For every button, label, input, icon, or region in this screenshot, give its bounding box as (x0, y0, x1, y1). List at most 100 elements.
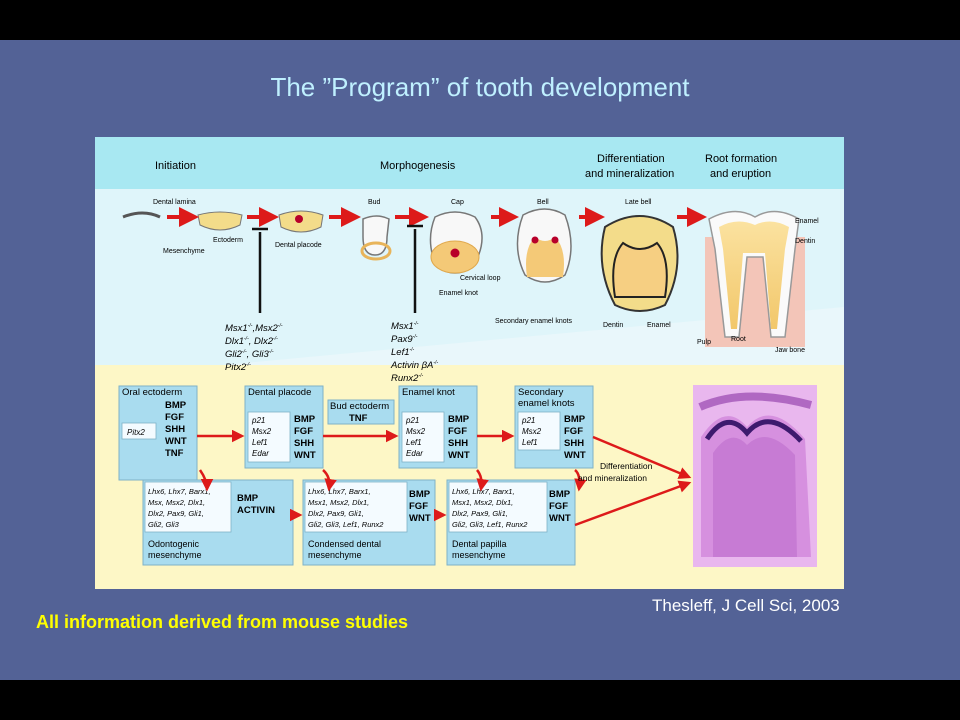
svg-text:Msx2: Msx2 (522, 427, 542, 436)
label-mesenchyme: Mesenchyme (163, 248, 205, 255)
gene-list: Lhx6, Lhx7, Barx1, Msx1, Msx2, Dlx1, Dlx… (452, 487, 528, 529)
label-enamel-root-stage: Enamel (795, 218, 819, 225)
histology-image (693, 385, 817, 567)
inner-gene-list: p21 Msx2 Lef1 (521, 416, 542, 447)
dental-lamina-drawing (122, 211, 161, 219)
svg-text:BMP: BMP (448, 414, 470, 425)
initiation-ectoderm-drawing (197, 211, 243, 231)
svg-text:Dlx2, Pax9, Gli1,: Dlx2, Pax9, Gli1, (452, 509, 508, 518)
box-secondary-knots-title-1: Secondary (518, 387, 564, 398)
caption-papilla-1: Dental papilla (452, 539, 507, 549)
diff-label-2: and mineralization (578, 473, 647, 483)
network-arrows (197, 429, 692, 527)
secondary-knot-dot-right (551, 236, 559, 244)
svg-text:TNF: TNF (165, 448, 184, 459)
signal-list: TNF (349, 413, 368, 424)
stage-header-band (95, 137, 844, 189)
enamel-knot-dot (450, 248, 460, 258)
svg-text:SHH: SHH (564, 438, 584, 449)
svg-text:Pax9-/-: Pax9-/- (391, 334, 418, 345)
gene-list: Lhx6, Lhx7, Barx1, Msx1, Msx2, Dlx1, Dlx… (308, 487, 384, 529)
inner-gene-boxes (121, 411, 561, 533)
svg-text:FGF: FGF (409, 501, 428, 512)
label-dentin-root-stage: Dentin (795, 238, 815, 245)
box-secondary-knots-title-2: enamel knots (518, 398, 575, 409)
svg-text:SHH: SHH (448, 438, 468, 449)
svg-text:Dlx2, Pax9, Gli1,: Dlx2, Pax9, Gli1, (148, 509, 204, 518)
signal-list: BMP FGF WNT (409, 489, 431, 524)
diff-label-1: Differentiation (600, 461, 653, 471)
slide-title: The ”Program” of tooth development (270, 72, 690, 102)
svg-text:SHH: SHH (165, 424, 185, 435)
svg-text:Gli2-/-, Gli3-/-: Gli2-/-, Gli3-/- (225, 349, 274, 360)
svg-text:WNT: WNT (409, 513, 431, 524)
knockout-genes-initiation: Msx1-/-,Msx2-/- Dlx1-/-, Dlx2-/- Gli2-/-… (225, 323, 283, 373)
svg-text:WNT: WNT (165, 436, 187, 447)
signal-list: BMP FGF WNT (549, 489, 571, 524)
top-letterbox (0, 0, 960, 40)
svg-text:Msx, Msx2, Dlx1,: Msx, Msx2, Dlx1, (148, 498, 205, 507)
svg-text:Lef1: Lef1 (252, 438, 268, 447)
gene-list: Lhx6, Lhx7, Barx1, Msx, Msx2, Dlx1, Dlx2… (148, 487, 211, 529)
knockout-genes-bud: Msx1-/- Pax9-/- Lef1-/- Activin βA-/- Ru… (390, 321, 438, 384)
label-cervical-loop: Cervical loop (460, 275, 501, 282)
secondary-knot-dot-left (531, 236, 539, 244)
svg-text:Msx2: Msx2 (406, 427, 426, 436)
svg-text:Edar: Edar (252, 449, 269, 458)
svg-text:Lef1-/-: Lef1-/- (391, 347, 415, 358)
stage-root-2: and eruption (710, 168, 771, 180)
svg-text:Gli2, Gli3, Lef1, Runx2: Gli2, Gli3, Lef1, Runx2 (308, 520, 384, 529)
svg-text:BMP: BMP (409, 489, 431, 500)
inner-gene-list: p21 Msx2 Lef1 Edar (251, 416, 272, 458)
stage-initiation: Initiation (155, 160, 196, 172)
caption-odontogenic-2: mesenchyme (148, 550, 202, 560)
svg-text:WNT: WNT (294, 450, 316, 461)
svg-text:Gli2, Gli3: Gli2, Gli3 (148, 520, 180, 529)
label-root: Root (731, 336, 746, 343)
placode-signal-dot (295, 215, 303, 223)
caption-condensed-1: Condensed dental (308, 539, 381, 549)
label-ectoderm: Ectoderm (213, 237, 243, 244)
signal-list: BMP FGF SHH WNT (448, 414, 470, 461)
label-pulp: Pulp (697, 339, 711, 346)
signal-list: BMP ACTIVIN (237, 493, 275, 516)
citation: Thesleff, J Cell Sci, 2003 (652, 596, 840, 615)
label-bud: Bud (368, 199, 381, 206)
svg-text:WNT: WNT (549, 513, 571, 524)
bud-mesenchyme-ring (360, 241, 392, 261)
svg-text:ACTIVIN: ACTIVIN (237, 505, 275, 516)
svg-text:Pitx2-/-: Pitx2-/- (225, 362, 251, 373)
svg-text:Msx1-/-,Msx2-/-: Msx1-/-,Msx2-/- (225, 323, 283, 334)
svg-text:FGF: FGF (448, 426, 467, 437)
inner-gene: Pitx2 (127, 428, 145, 437)
svg-text:Gli2, Gli3, Lef1, Runx2: Gli2, Gli3, Lef1, Runx2 (452, 520, 528, 529)
bottom-letterbox (0, 680, 960, 720)
svg-text:FGF: FGF (294, 426, 313, 437)
label-enamel-knot: Enamel knot (439, 290, 478, 297)
signal-list: BMP FGF SHH WNT (294, 414, 316, 461)
caption-condensed-2: mesenchyme (308, 550, 362, 560)
svg-text:WNT: WNT (564, 450, 586, 461)
label-cap: Cap (451, 199, 464, 206)
box-bud-ectoderm-title: Bud ectoderm (330, 401, 389, 412)
box-dental-placode-title: Dental placode (248, 387, 311, 398)
footnote: All information derived from mouse studi… (36, 612, 409, 632)
label-bell: Bell (537, 199, 549, 206)
stage-differentiation-2: and mineralization (585, 168, 674, 180)
knockout-block-lines (252, 224, 423, 313)
svg-text:BMP: BMP (165, 400, 187, 411)
stage-morphogenesis: Morphogenesis (380, 160, 456, 172)
svg-text:BMP: BMP (549, 489, 571, 500)
svg-text:Msx1, Msx2, Dlx1,: Msx1, Msx2, Dlx1, (452, 498, 513, 507)
label-dental-placode: Dental placode (275, 242, 322, 249)
svg-text:WNT: WNT (448, 450, 470, 461)
bud-drawing (362, 215, 390, 256)
svg-text:BMP: BMP (564, 414, 586, 425)
svg-text:Msx2: Msx2 (252, 427, 272, 436)
svg-text:Lhx6, Lhx7, Barx1,: Lhx6, Lhx7, Barx1, (452, 487, 515, 496)
svg-text:Activin βA-/-: Activin βA-/- (390, 360, 438, 371)
bell-papilla (526, 237, 564, 277)
label-dental-lamina: Dental lamina (153, 199, 196, 206)
svg-text:FGF: FGF (549, 501, 568, 512)
svg-text:BMP: BMP (237, 493, 259, 504)
